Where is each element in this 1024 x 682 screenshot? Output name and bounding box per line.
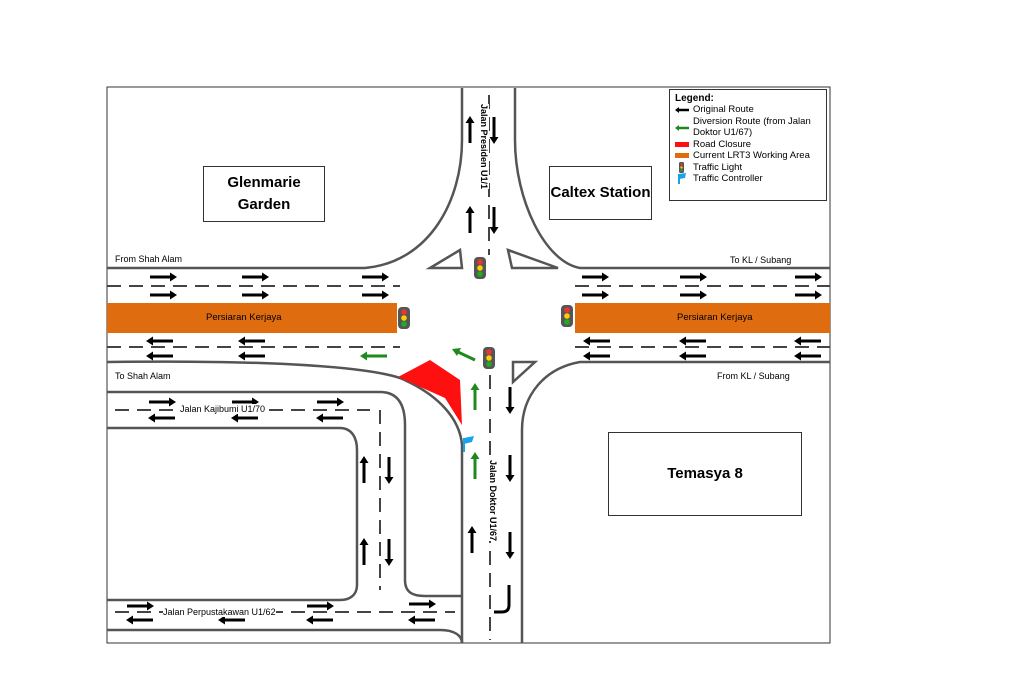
diversion-route-arrow-icon <box>452 348 476 362</box>
original-route-arrow-icon <box>465 116 475 143</box>
traffic-light-icon <box>398 307 410 329</box>
to-shah-alam-label: To Shah Alam <box>115 371 171 381</box>
traffic-light-icon <box>483 347 495 369</box>
original-route-arrow-icon <box>146 336 173 346</box>
jalan-presiden-label: Jalan Presiden U1/1 <box>479 104 489 190</box>
diversion-route-arrow-icon <box>360 351 387 361</box>
legend-item: Diversion Route (from Jalan Doktor U1/67… <box>675 116 821 139</box>
original-route-arrow-icon <box>238 351 265 361</box>
original-route-arrow-icon <box>795 272 822 282</box>
original-route-arrow-icon <box>231 413 258 423</box>
black-arrow-icon <box>675 104 689 115</box>
original-route-arrow-icon <box>148 413 175 423</box>
original-route-arrow-icon <box>306 615 333 625</box>
traffic-light-icon <box>561 305 573 327</box>
original-route-arrow-icon <box>150 272 177 282</box>
diversion-route-arrow-icon <box>470 383 480 410</box>
original-route-arrow-icon <box>583 336 610 346</box>
original-route-arrow-icon <box>795 290 822 300</box>
to-kl-subang-label: To KL / Subang <box>730 255 792 265</box>
lrt3-working-area-right <box>575 303 830 333</box>
original-route-arrow-icon <box>362 272 389 282</box>
jalan-doktor-label: Jalan Doktor U1/67 <box>488 460 498 542</box>
original-route-arrow-icon <box>794 351 821 361</box>
legend-item: Road Closure <box>675 139 821 151</box>
u-turn-arrow-icon <box>494 585 511 614</box>
diversion-route-arrow-icon <box>470 452 480 479</box>
persiaran-kerjaya-left-label: Persiaran Kerjaya <box>206 312 282 323</box>
caltex-station-label: Caltex Station <box>549 166 652 220</box>
legend-title: Legend: <box>675 93 714 104</box>
original-route-arrow-icon <box>489 207 499 234</box>
red-bar-icon <box>675 139 689 150</box>
original-route-arrow-icon <box>384 457 394 484</box>
temasya-8-label: Temasya 8 <box>608 432 802 516</box>
original-route-arrow-icon <box>127 601 154 611</box>
original-route-arrow-icon <box>149 397 176 407</box>
original-route-arrow-icon <box>680 272 707 282</box>
lrt3-working-area-left <box>107 303 397 333</box>
green-arrow-icon <box>675 116 689 131</box>
legend-item: Original Route <box>675 104 821 116</box>
original-route-arrow-icon <box>126 615 153 625</box>
jalan-perpustakawan-label: Jalan Perpustakawan U1/62 <box>163 607 276 617</box>
original-route-arrow-icon <box>408 615 435 625</box>
legend-item: Current LRT3 Working Area <box>675 150 821 162</box>
traffic-light-icon <box>675 161 689 173</box>
original-route-arrow-icon <box>583 351 610 361</box>
persiaran-kerjaya-right-label: Persiaran Kerjaya <box>677 312 753 323</box>
from-kl-subang-label: From KL / Subang <box>717 371 790 381</box>
original-route-arrow-icon <box>465 206 475 233</box>
road-edges <box>106 88 830 644</box>
legend-item: Traffic Light <box>675 161 821 174</box>
original-route-arrow-icon <box>316 413 343 423</box>
glenmarie-garden-label: Glenmarie Garden <box>203 166 325 222</box>
original-route-arrow-icon <box>238 336 265 346</box>
original-route-arrow-icon <box>505 387 515 414</box>
original-route-arrow-icon <box>409 599 436 609</box>
original-route-arrow-icon <box>489 117 499 144</box>
original-route-arrow-icon <box>679 336 706 346</box>
original-route-arrow-icon <box>362 290 389 300</box>
original-route-arrow-icon <box>242 290 269 300</box>
jalan-kajibumi-label: Jalan Kajibumi U1/70 <box>180 404 266 414</box>
original-route-arrow-icon <box>242 272 269 282</box>
original-route-arrow-icon <box>467 526 477 553</box>
from-shah-alam-label: From Shah Alam <box>115 254 183 264</box>
original-route-arrow-icon <box>505 455 515 482</box>
original-route-arrow-icon <box>359 456 369 483</box>
road-closure <box>398 360 462 425</box>
legend-item: Traffic Controller <box>675 173 821 185</box>
original-route-arrow-icon <box>680 290 707 300</box>
original-route-arrow-icon <box>794 336 821 346</box>
traffic-controller-flag-icon <box>463 436 474 452</box>
orange-bar-icon <box>675 150 689 161</box>
traffic-light-icon <box>474 257 486 279</box>
flag-icon <box>675 173 689 184</box>
original-route-arrow-icon <box>679 351 706 361</box>
original-route-arrow-icon <box>384 539 394 566</box>
original-route-arrow-icon <box>150 290 177 300</box>
legend: Legend: Original Route Diversion Route (… <box>669 89 827 201</box>
original-route-arrow-icon <box>582 272 609 282</box>
original-route-arrow-icon <box>582 290 609 300</box>
original-route-arrow-icon <box>505 532 515 559</box>
original-route-arrow-icon <box>317 397 344 407</box>
original-route-arrow-icon <box>307 601 334 611</box>
original-route-arrow-icon <box>218 615 245 625</box>
original-route-arrow-icon <box>146 351 173 361</box>
original-route-arrow-icon <box>359 538 369 565</box>
